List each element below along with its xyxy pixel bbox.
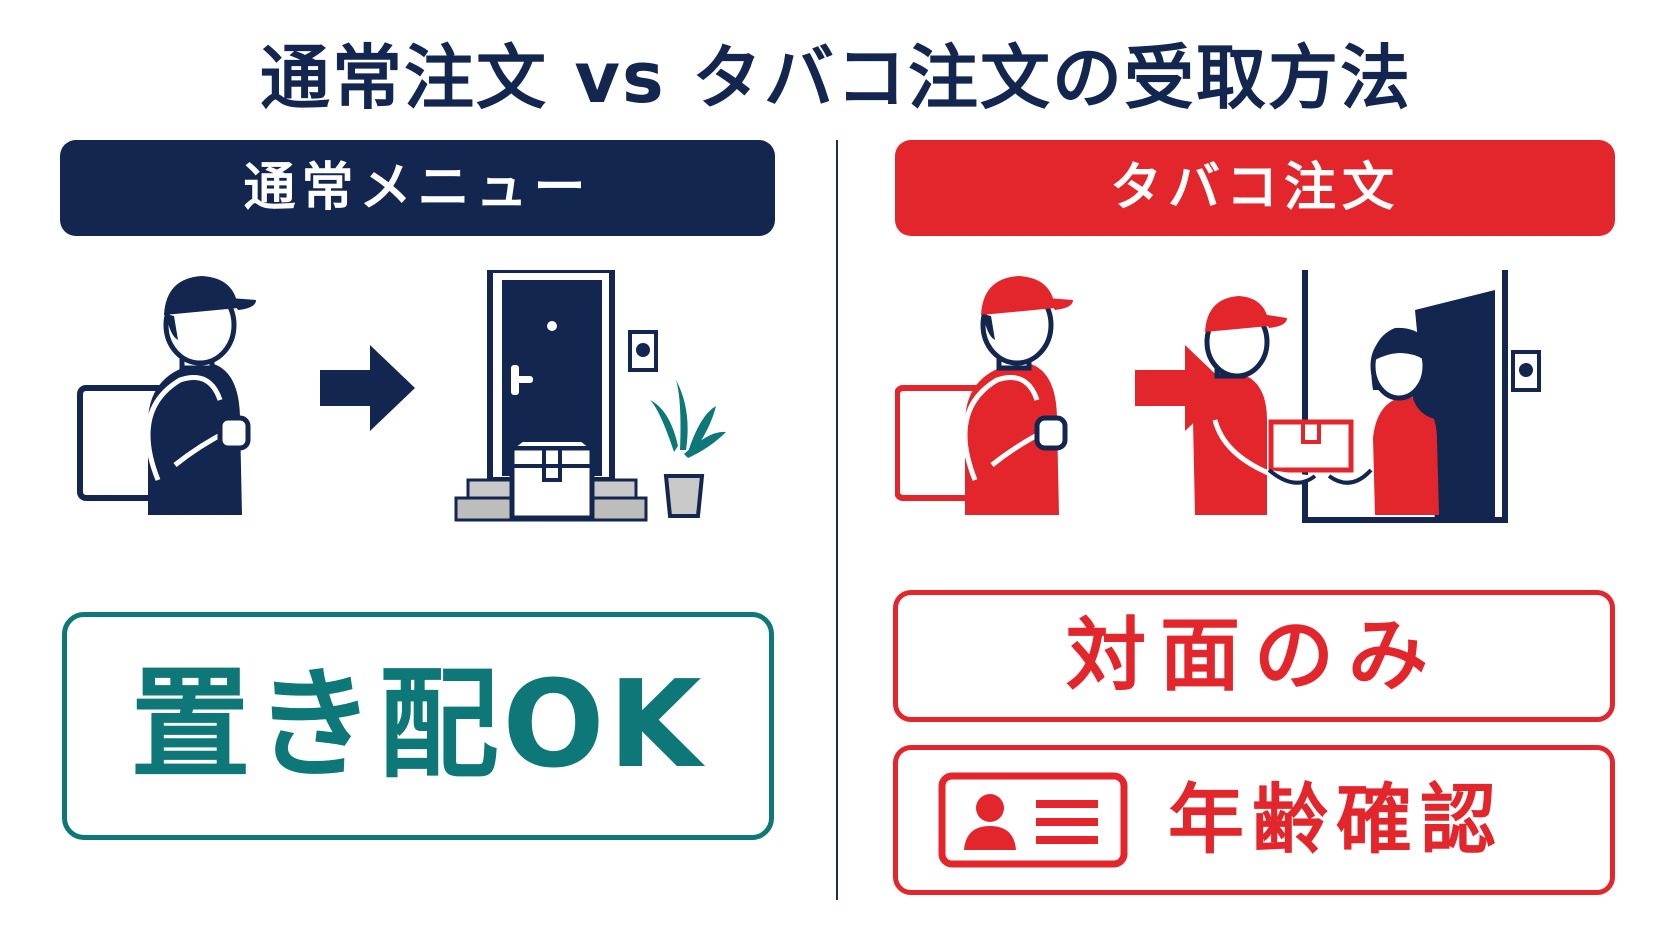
age-verification-box: 年齢確認	[893, 745, 1615, 895]
package-icon	[506, 438, 598, 521]
leave-at-door-ok-box: 置き配OK	[62, 612, 774, 840]
center-divider	[836, 140, 838, 900]
page-title: 通常注文 vs タバコ注文の受取方法	[259, 37, 1413, 119]
arrow-right-icon	[320, 345, 415, 431]
face-to-face-only-box: 対面のみ	[893, 590, 1615, 722]
handover-icon	[1193, 270, 1541, 523]
tobacco-order-header: タバコ注文	[895, 140, 1615, 236]
tobacco-delivery-scene	[895, 270, 1615, 570]
plant-icon	[650, 380, 726, 518]
delivery-person-icon	[77, 276, 256, 515]
id-card-icon	[938, 772, 1128, 868]
age-verification-label: 年齢確認	[1168, 775, 1504, 864]
delivery-person-icon	[895, 276, 1073, 515]
normal-delivery-scene	[70, 270, 770, 570]
normal-menu-header: 通常メニュー	[60, 140, 775, 236]
